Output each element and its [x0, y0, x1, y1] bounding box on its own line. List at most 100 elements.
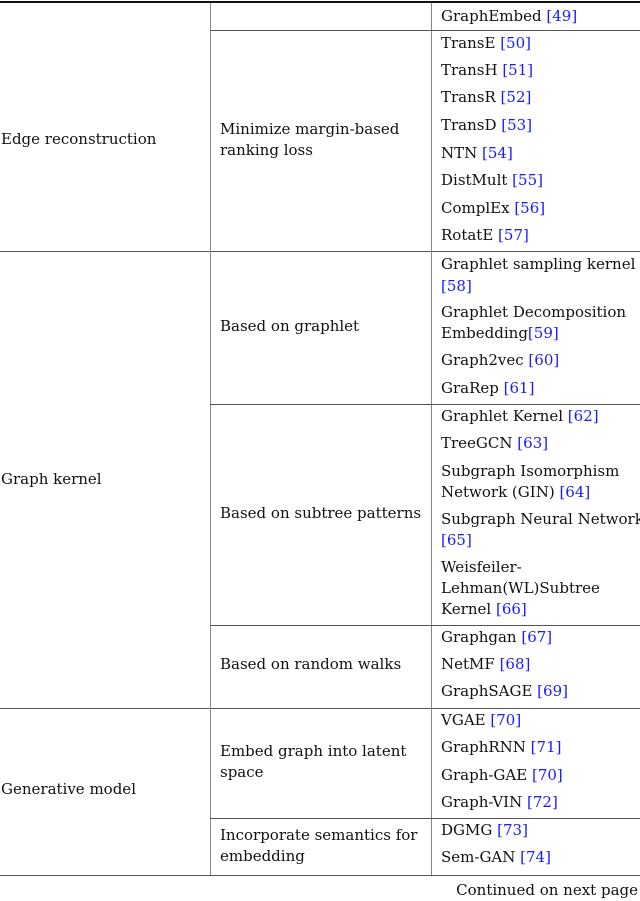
- method-name: VGAE: [441, 711, 491, 729]
- continued-note: Continued on next page: [456, 881, 638, 899]
- citation-link[interactable]: [56]: [514, 199, 546, 217]
- method-name: Graphlet Decomposition: [441, 303, 627, 321]
- method-name: Subgraph Neural Network: [441, 510, 640, 528]
- citation-link[interactable]: [61]: [503, 379, 535, 397]
- citation-link[interactable]: [69]: [537, 682, 568, 700]
- group-label: space: [220, 763, 264, 781]
- method-name-line: Graph-VIN [72]: [441, 792, 558, 813]
- method-name: RotatE: [441, 226, 499, 244]
- method-name: GraphSAGE: [441, 682, 538, 700]
- method-name-line: [65]: [441, 530, 472, 551]
- citation-link[interactable]: [64]: [559, 483, 591, 501]
- method-name: Weisfeiler-: [441, 558, 522, 576]
- citation-link[interactable]: [68]: [499, 655, 531, 673]
- method-name: Kernel: [441, 600, 496, 618]
- method-name: Graph-VIN: [441, 793, 527, 811]
- method-name: TransR: [441, 88, 501, 106]
- method-name-line: Graphlet Kernel [62]: [441, 406, 599, 427]
- citation-link[interactable]: [73]: [497, 821, 528, 839]
- method-name-line: DGMG [73]: [441, 820, 528, 841]
- method-name-line: TransD [53]: [441, 115, 532, 136]
- group-label: Minimize margin-based: [220, 120, 400, 138]
- citation-link[interactable]: [58]: [441, 277, 472, 295]
- method-name-line: GraphEmbed [49]: [441, 6, 577, 27]
- method-name-line: Embedding[59]: [441, 323, 559, 344]
- category-divider: [0, 251, 640, 252]
- group-label: Incorporate semantics for: [220, 826, 418, 844]
- citation-link[interactable]: [74]: [520, 848, 551, 866]
- column-divider: [431, 3, 432, 875]
- citation-link[interactable]: [70]: [531, 766, 563, 784]
- method-name: Network (GIN): [441, 483, 560, 501]
- citation-link[interactable]: [49]: [546, 7, 578, 25]
- group-label: Embed graph into latent: [220, 742, 407, 760]
- citation-link[interactable]: [55]: [512, 171, 543, 189]
- group-label: Based on graphlet: [220, 317, 360, 335]
- citation-link[interactable]: [53]: [501, 116, 533, 134]
- method-name: Graph-GAE: [441, 766, 532, 784]
- method-name-line: Lehman(WL)Subtree: [441, 578, 600, 599]
- citation-link[interactable]: [50]: [500, 34, 531, 52]
- method-name: Graph2vec: [441, 351, 529, 369]
- method-name-line: TransH [51]: [441, 60, 533, 81]
- method-name: GraphRNN: [441, 738, 531, 756]
- category-divider: [0, 875, 640, 876]
- method-name: Sem-GAN: [441, 848, 521, 866]
- method-name: NTN: [441, 144, 483, 162]
- method-name-line: NetMF [68]: [441, 654, 530, 675]
- method-name: Graphlet Kernel: [441, 407, 568, 425]
- citation-link[interactable]: [71]: [530, 738, 562, 756]
- method-name-line: GraphSAGE [69]: [441, 681, 568, 702]
- method-name-line: Graph-GAE [70]: [441, 765, 563, 786]
- method-name-line: Network (GIN) [64]: [441, 482, 590, 503]
- method-name: GraphEmbed: [441, 7, 547, 25]
- method-name: ComplEx: [441, 199, 515, 217]
- citation-link[interactable]: [62]: [567, 407, 599, 425]
- citation-link[interactable]: [57]: [498, 226, 529, 244]
- method-name: Graphlet sampling kernel: [441, 255, 636, 273]
- group-divider: [210, 404, 640, 405]
- method-name-line: TransR [52]: [441, 87, 531, 108]
- column-divider: [210, 3, 211, 875]
- group-divider: [210, 30, 640, 31]
- method-name-line: DistMult [55]: [441, 170, 543, 191]
- method-name: DistMult: [441, 171, 513, 189]
- method-name: Subgraph Isomorphism: [441, 462, 620, 480]
- citation-link[interactable]: [52]: [500, 88, 532, 106]
- category-divider: [0, 708, 640, 709]
- citation-link[interactable]: [65]: [441, 531, 472, 549]
- group-label: ranking loss: [220, 141, 313, 159]
- top-rule: [0, 1, 640, 3]
- method-name-line: VGAE [70]: [441, 710, 521, 731]
- group-label: embedding: [220, 847, 305, 865]
- citation-link[interactable]: [67]: [521, 628, 553, 646]
- citation-link[interactable]: [70]: [490, 711, 522, 729]
- category-label: Generative model: [1, 780, 136, 798]
- method-name-line: NTN [54]: [441, 143, 513, 164]
- method-name-line: Sem-GAN [74]: [441, 847, 551, 868]
- citation-link[interactable]: [51]: [502, 61, 534, 79]
- citation-link[interactable]: [59]: [527, 324, 559, 342]
- method-name: TransD: [441, 116, 502, 134]
- method-name: TreeGCN: [441, 434, 518, 452]
- citation-link[interactable]: [54]: [482, 144, 513, 162]
- group-label: Based on subtree patterns: [220, 504, 422, 522]
- method-name-line: ComplEx [56]: [441, 198, 545, 219]
- category-label: Graph kernel: [1, 470, 102, 488]
- citation-link[interactable]: [60]: [528, 351, 560, 369]
- method-name: Graphgan: [441, 628, 522, 646]
- method-name: Lehman(WL)Subtree: [441, 579, 600, 597]
- method-name-line: Subgraph Neural Network: [441, 509, 640, 530]
- method-name-line: Graphlet sampling kernel: [441, 254, 635, 275]
- method-name-line: Subgraph Isomorphism: [441, 461, 619, 482]
- method-name: NetMF: [441, 655, 500, 673]
- method-name-line: Weisfeiler-: [441, 557, 522, 578]
- method-name-line: TreeGCN [63]: [441, 433, 548, 454]
- citation-link[interactable]: [66]: [495, 600, 527, 618]
- group-label: Based on random walks: [220, 655, 402, 673]
- citation-link[interactable]: [63]: [517, 434, 549, 452]
- citation-link[interactable]: [72]: [527, 793, 558, 811]
- method-name-line: RotatE [57]: [441, 225, 529, 246]
- method-name-line: Graphgan [67]: [441, 627, 552, 648]
